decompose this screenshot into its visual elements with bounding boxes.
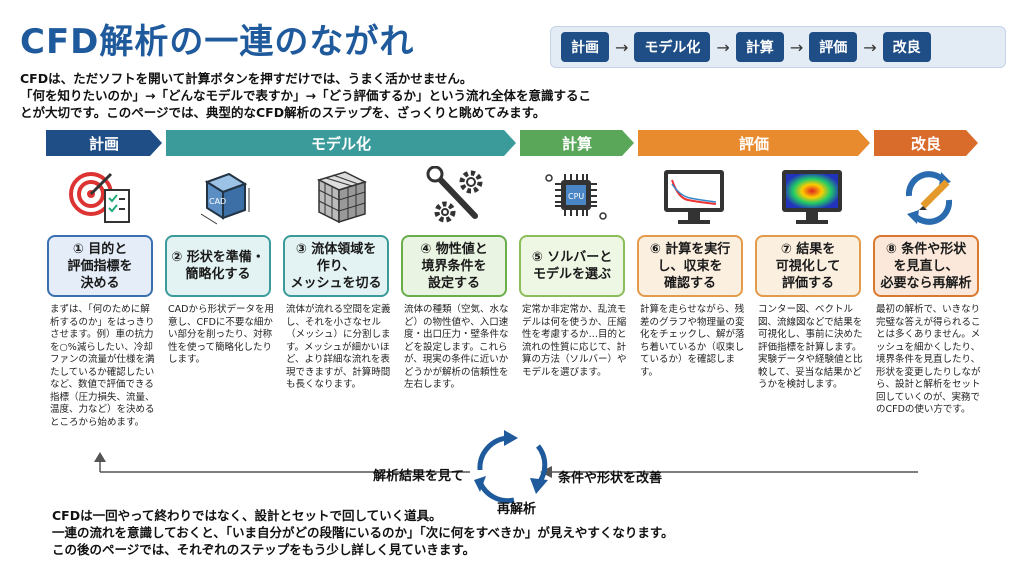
step-7-description: コンター図、ベクトル図、流線図などで結果を可視化し、事前に決めた評価指標を計算し…: [758, 304, 863, 390]
step-5-description: 定常か非定常か、乱流モデルは何を使うか、圧縮性を考慮するか…目的と流れの性質に応…: [522, 304, 627, 378]
monitor-contour-icon: [772, 164, 852, 230]
cycle-arrowhead-right: [530, 478, 548, 494]
arrow-right-icon: →: [863, 37, 877, 57]
cycle-label-review: 解析結果を見て: [373, 469, 465, 484]
step-6-box: ⑥ 計算を実行し、収束を確認する: [637, 235, 743, 297]
step-7-box: ⑦ 結果を可視化して評価する: [755, 235, 861, 297]
cycle-arc-right: [535, 444, 548, 486]
step-1-box: ① 目的と評価指標を決める: [47, 235, 153, 297]
arrow-right-icon: →: [789, 37, 804, 57]
cad-cube-icon: CAD: [182, 164, 262, 230]
phase-band-calc: 計算: [520, 130, 634, 156]
flow-step-calc: 計算: [735, 32, 784, 62]
svg-text:CAD: CAD: [209, 197, 226, 206]
step-3-description: 流体が流れる空間を定義し、それを小さなセル（メッシュ）に分割します。メッシュが細…: [286, 304, 391, 390]
step-4-description: 流体の種類（空気、水など）の物性値や、入口速度・出口圧力・壁条件などを設定します…: [404, 304, 509, 390]
step-4-box: ④ 物性値と境界条件を設定する: [401, 235, 507, 297]
cycle-arrowhead-bottom: [474, 476, 486, 492]
phase-band-model: モデル化: [166, 130, 516, 156]
flow-step-eval: 評価: [809, 32, 858, 62]
arrow-right-icon: →: [615, 37, 629, 57]
closing-text: CFDは一回やって終わりではなく、設計とセットで回していく道具。 一連の流れを意…: [52, 508, 674, 557]
cpu-chip-icon: CPU: [536, 164, 616, 230]
cycle-arc-top: [477, 435, 509, 471]
cycle-label-reanalysis: 再解析: [497, 502, 537, 517]
step-8-description: 最初の解析で、いきなり完璧な答えが得られることは多くありません。メッシュを細かく…: [876, 304, 981, 415]
phase-band-eval: 評価: [638, 130, 870, 156]
wrench-gears-icon: [418, 164, 498, 230]
flow-summary: 計画 → モデル化 → 計算 → 評価 → 改良: [550, 26, 1006, 68]
flow-step-plan: 計画: [561, 32, 609, 62]
step-8-box: ⑧ 条件や形状を見直し、必要なら再解析: [873, 235, 979, 297]
page-title: CFD解析の一連のながれ: [20, 22, 415, 62]
feedback-arrowhead-up: [94, 452, 106, 462]
reanalysis-cycle-diagram: [94, 430, 918, 504]
flow-step-improve: 改良: [882, 32, 931, 62]
refresh-pencil-icon: [890, 164, 970, 230]
phase-band-plan: 計画: [46, 130, 162, 156]
step-6-description: 計算を走らせながら、残差のグラフや物理量の変化をチェックし、解が落ち着いているか…: [640, 304, 745, 378]
cycle-label-improve: 条件や形状を改善: [558, 471, 663, 486]
target-checklist-icon: [60, 164, 140, 230]
step-5-box: ⑤ ソルバーとモデルを選ぶ: [519, 235, 625, 297]
flow-step-model: モデル化: [634, 32, 711, 62]
mesh-grid-icon: [300, 164, 380, 230]
svg-text:CPU: CPU: [568, 192, 584, 201]
phase-band-improve: 改良: [874, 130, 978, 156]
intro-text: CFDは、ただソフトを開いて計算ボタンを押すだけでは、うまく活かせません。 「何…: [20, 71, 591, 120]
step-2-box: ② 形状を準備・簡略化する: [165, 235, 271, 297]
step-2-description: CADから形状データを用意し、CFDに不要な細かい部分を削ったり、対称性を使って…: [168, 304, 274, 365]
step-3-box: ③ 流体領域を作り、メッシュを切る: [283, 235, 389, 297]
arrow-right-icon: →: [716, 37, 730, 57]
step-1-description: まずは、「何のために解析するのか」をはっきりさせます。例）車の抗力を○%減らした…: [50, 304, 155, 428]
cycle-arrowhead-top: [504, 430, 518, 446]
monitor-graph-icon: [654, 164, 734, 230]
